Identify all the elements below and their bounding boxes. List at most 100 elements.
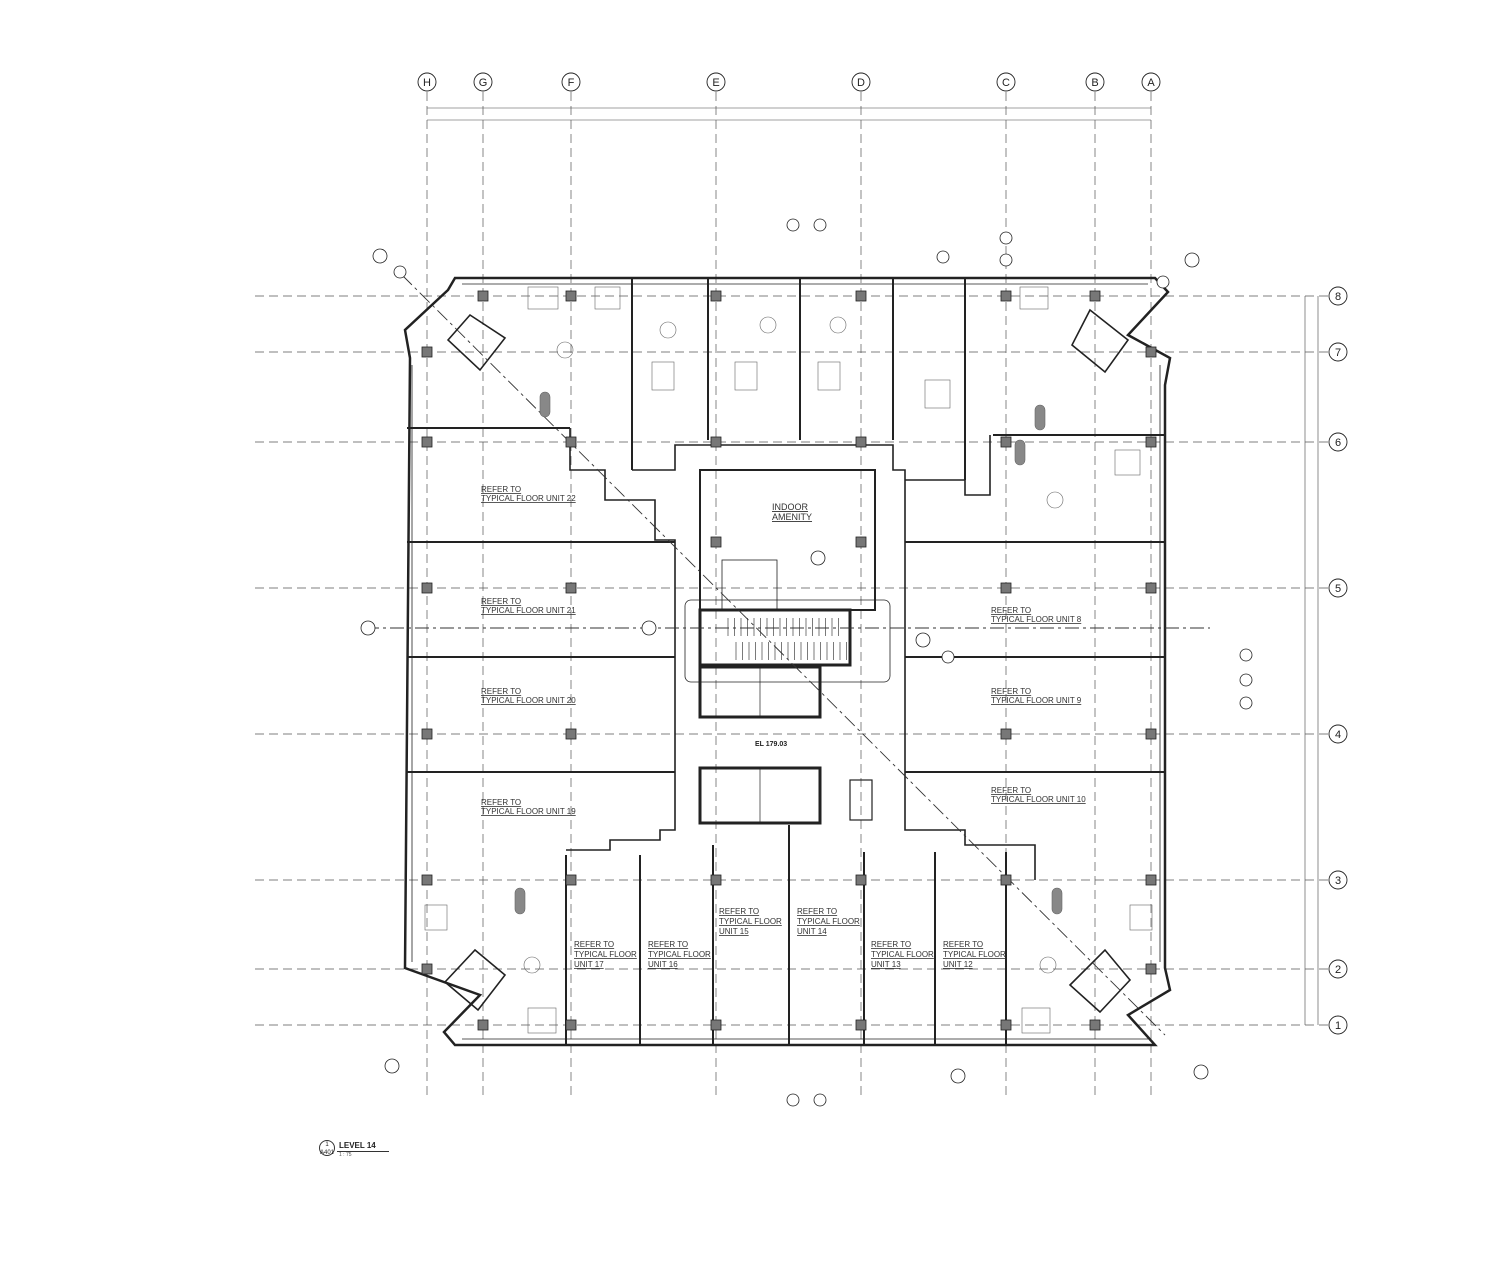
grid-bubble-row-6: 6 xyxy=(1328,432,1348,452)
furniture xyxy=(424,286,1153,1034)
section-markers xyxy=(360,218,1253,1107)
unit-21-label-2: TYPICAL FLOOR UNIT 21 xyxy=(481,606,576,615)
unit-19-label-2: TYPICAL FLOOR UNIT 19 xyxy=(481,807,576,816)
structural-column xyxy=(565,1019,577,1031)
view-title-block: 1 A401 LEVEL 14 1 : 75 xyxy=(319,1140,399,1160)
unit-17-label-2: TYPICAL FLOOR xyxy=(574,950,637,959)
grid-bubble-row-8: 8 xyxy=(1328,286,1348,306)
svg-text:3: 3 xyxy=(1335,875,1341,887)
unit-14-label-1: REFER TO xyxy=(797,907,837,916)
unit-15-label-2: TYPICAL FLOOR xyxy=(719,917,782,926)
structural-column xyxy=(565,290,577,302)
unit-12-label-2: TYPICAL FLOOR xyxy=(943,950,1006,959)
structural-column xyxy=(421,874,433,886)
grid-bubble-col-B: B xyxy=(1085,72,1105,92)
svg-text:B: B xyxy=(1091,77,1098,89)
structural-column xyxy=(1000,1019,1012,1031)
svg-text:2: 2 xyxy=(1335,964,1341,976)
svg-text:8: 8 xyxy=(1335,291,1341,303)
structural-column xyxy=(710,536,722,548)
svg-text:C: C xyxy=(1002,77,1010,89)
grid-bubble-row-5: 5 xyxy=(1328,578,1348,598)
unit-10-label-1: REFER TO xyxy=(991,786,1031,795)
grid-bubble-col-A: A xyxy=(1141,72,1161,92)
unit-14-label-2: TYPICAL FLOOR xyxy=(797,917,860,926)
structural-column xyxy=(1000,436,1012,448)
elevation-marker: EL 179.03 xyxy=(755,741,787,748)
structural-column xyxy=(1145,436,1157,448)
view-title-rule xyxy=(337,1151,389,1152)
svg-text:F: F xyxy=(568,77,575,89)
unit-12-label-3: UNIT 12 xyxy=(943,960,973,969)
dimension-strings xyxy=(427,107,1319,1025)
unit-16-label-2: TYPICAL FLOOR xyxy=(648,950,711,959)
structural-column xyxy=(1089,290,1101,302)
structural-column xyxy=(565,728,577,740)
structural-column xyxy=(477,290,489,302)
corridor-walls xyxy=(566,428,1036,880)
stair-treads xyxy=(727,618,847,660)
structural-column xyxy=(710,874,722,886)
structural-column xyxy=(565,436,577,448)
svg-text:6: 6 xyxy=(1335,437,1341,449)
unit-8-label-2: TYPICAL FLOOR UNIT 8 xyxy=(991,615,1082,624)
grid-bubble-col-F: F xyxy=(561,72,581,92)
structural-column xyxy=(1145,582,1157,594)
structural-column xyxy=(710,436,722,448)
view-sheet: A401 xyxy=(320,1150,335,1156)
unit-8-label-1: REFER TO xyxy=(991,606,1031,615)
structural-column xyxy=(565,874,577,886)
unit-17-label-1: REFER TO xyxy=(574,940,614,949)
structural-column xyxy=(421,346,433,358)
unit-15-label-1: REFER TO xyxy=(719,907,759,916)
svg-text:H: H xyxy=(423,77,431,89)
structural-column xyxy=(565,582,577,594)
unit-10-label-2: TYPICAL FLOOR UNIT 10 xyxy=(991,795,1086,804)
structural-column xyxy=(1089,1019,1101,1031)
unit-16-label-1: REFER TO xyxy=(648,940,688,949)
view-number: 1 xyxy=(325,1142,329,1148)
svg-text:A: A xyxy=(1147,77,1155,89)
section-line xyxy=(401,274,1166,1036)
unit-19-label-1: REFER TO xyxy=(481,798,521,807)
grid-bubble-row-3: 3 xyxy=(1328,870,1348,890)
structural-column xyxy=(855,290,867,302)
svg-text:4: 4 xyxy=(1335,729,1341,741)
structural-column xyxy=(1145,346,1157,358)
unit-13-label-2: TYPICAL FLOOR xyxy=(871,950,934,959)
structural-column xyxy=(1145,874,1157,886)
structural-column xyxy=(855,536,867,548)
unit-13-label-3: UNIT 13 xyxy=(871,960,901,969)
amenity-label-1: INDOOR xyxy=(772,502,809,512)
grid-bubbles: H G F E D C B A 8 7 6 5 4 3 2 1 xyxy=(417,72,1348,1035)
view-scale: 1 : 75 xyxy=(339,1152,352,1158)
grid-bubble-col-E: E xyxy=(706,72,726,92)
structural-column xyxy=(421,436,433,448)
grid-bubble-col-D: D xyxy=(851,72,871,92)
grid-bubble-row-4: 4 xyxy=(1328,724,1348,744)
view-number-bubble: 1 A401 xyxy=(319,1140,335,1156)
svg-text:7: 7 xyxy=(1335,347,1341,359)
corner-balconies xyxy=(443,308,1132,1014)
svg-text:5: 5 xyxy=(1335,583,1341,595)
grid-bubble-row-2: 2 xyxy=(1328,959,1348,979)
exterior-wall xyxy=(403,276,1172,1047)
svg-text:G: G xyxy=(479,77,488,89)
unit-22-label-2: TYPICAL FLOOR UNIT 22 xyxy=(481,494,576,503)
grid-bubble-row-1: 1 xyxy=(1328,1015,1348,1035)
unit-9-label-2: TYPICAL FLOOR UNIT 9 xyxy=(991,696,1082,705)
svg-text:D: D xyxy=(857,77,865,89)
structural-column xyxy=(1000,290,1012,302)
indoor-amenity-room xyxy=(699,469,876,611)
